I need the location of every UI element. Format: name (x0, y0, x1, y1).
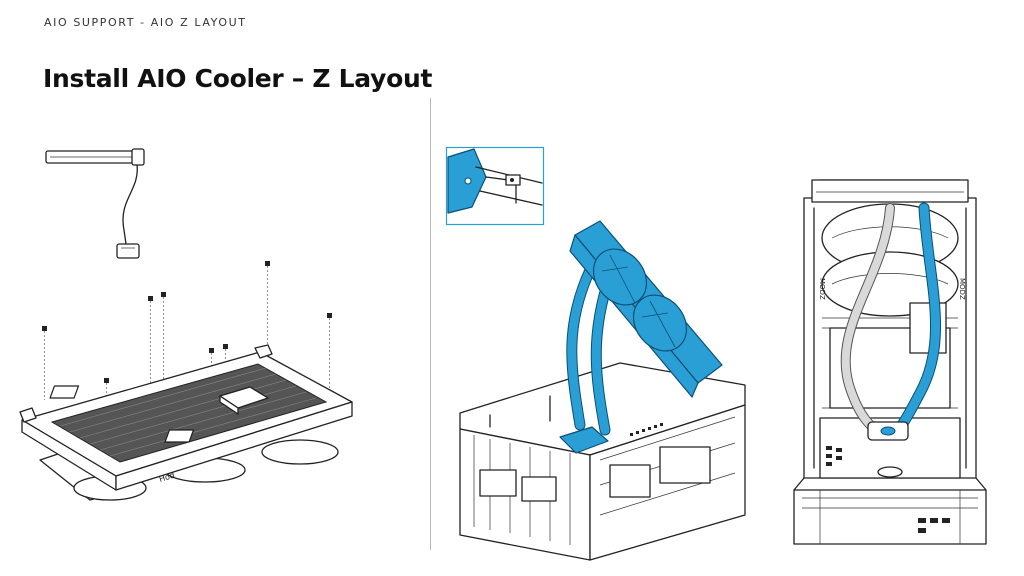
page-title: Install AIO Cooler – Z Layout (43, 64, 433, 93)
pump-block-illustration (559, 426, 609, 454)
section-divider (430, 98, 431, 550)
case-tilted-aio-illustration (459, 220, 746, 561)
svg-text:MODZ: MODZ (958, 278, 966, 300)
case-topdown-illustration: MODZ MODZ (793, 179, 987, 545)
radiator-exploded-illustration: Hod (19, 148, 353, 501)
breadcrumb: AIO SUPPORT - AIO Z LAYOUT (44, 16, 247, 29)
coolant-tubes-topdown (840, 202, 942, 436)
radiator-illustration: Hod (19, 344, 353, 501)
mounting-screws (42, 261, 332, 410)
inset-detail-illustration (445, 146, 545, 226)
svg-text:MODZ: MODZ (818, 278, 826, 300)
svg-text:Hod: Hod (158, 471, 176, 484)
tilted-radiator-illustration (569, 220, 723, 398)
pump-block-topdown (867, 421, 909, 441)
fan-cable-illustration (45, 148, 145, 259)
